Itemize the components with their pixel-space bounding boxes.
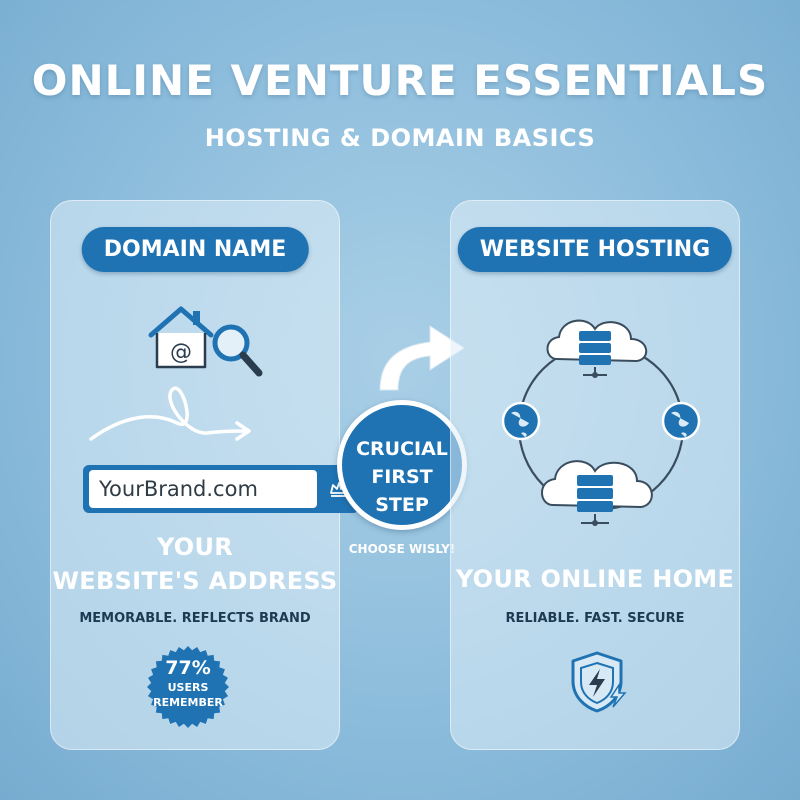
cloud-server-icon: [546, 319, 647, 378]
cloud-server-icon-bottom: [541, 460, 653, 526]
hosting-card: WEBSITE HOSTING: [450, 200, 740, 750]
website-hosting-pill: WEBSITE HOSTING: [457, 227, 733, 272]
hosting-network-diagram: [501, 319, 701, 526]
house-at-icon: @: [148, 306, 263, 377]
domain-bar: YourBrand.com: [83, 465, 359, 513]
badge-seal-icon: [147, 646, 229, 728]
users-remember-badge: 77% USERS REMEMBER: [146, 645, 230, 729]
curly-arrow-icon: [89, 386, 251, 441]
domain-card: DOMAIN NAME @ YourBrand.com YOUR WEBSITE…: [50, 200, 359, 750]
page-subtitle: HOSTING & DOMAIN BASICS: [204, 124, 596, 152]
center-line1: CRUCIAL: [356, 438, 448, 460]
globe-icon-right: [661, 401, 701, 441]
crucial-first-step-circle: CRUCIAL FIRST STEP: [337, 400, 467, 530]
shield-bolt-icon: [571, 651, 627, 713]
badge-line2: REMEMBER: [153, 696, 223, 709]
badge-percent: 77%: [165, 657, 211, 679]
domain-example-field: YourBrand.com: [89, 470, 317, 508]
domain-heading-line1: YOUR: [156, 533, 234, 561]
globe-icon: [501, 401, 541, 441]
hosting-heading: YOUR ONLINE HOME: [455, 565, 735, 593]
curved-arrow-icon: [379, 325, 465, 391]
choose-caption: CHOOSE WISLY!: [348, 542, 456, 556]
magnifier-icon: [212, 324, 263, 377]
domain-heading-line2: WEBSITE'S ADDRESS: [52, 567, 338, 595]
center-line2: FIRST STEP: [371, 466, 433, 516]
hosting-tagline: RELIABLE. FAST. SECURE: [505, 611, 685, 626]
svg-text:@: @: [170, 340, 192, 365]
domain-name-pill: DOMAIN NAME: [81, 227, 309, 272]
badge-line1: USERS: [167, 681, 209, 694]
domain-tagline: MEMORABLE. REFLECTS BRAND: [79, 611, 311, 626]
page-title: ONLINE VENTURE ESSENTIALS: [31, 56, 769, 105]
